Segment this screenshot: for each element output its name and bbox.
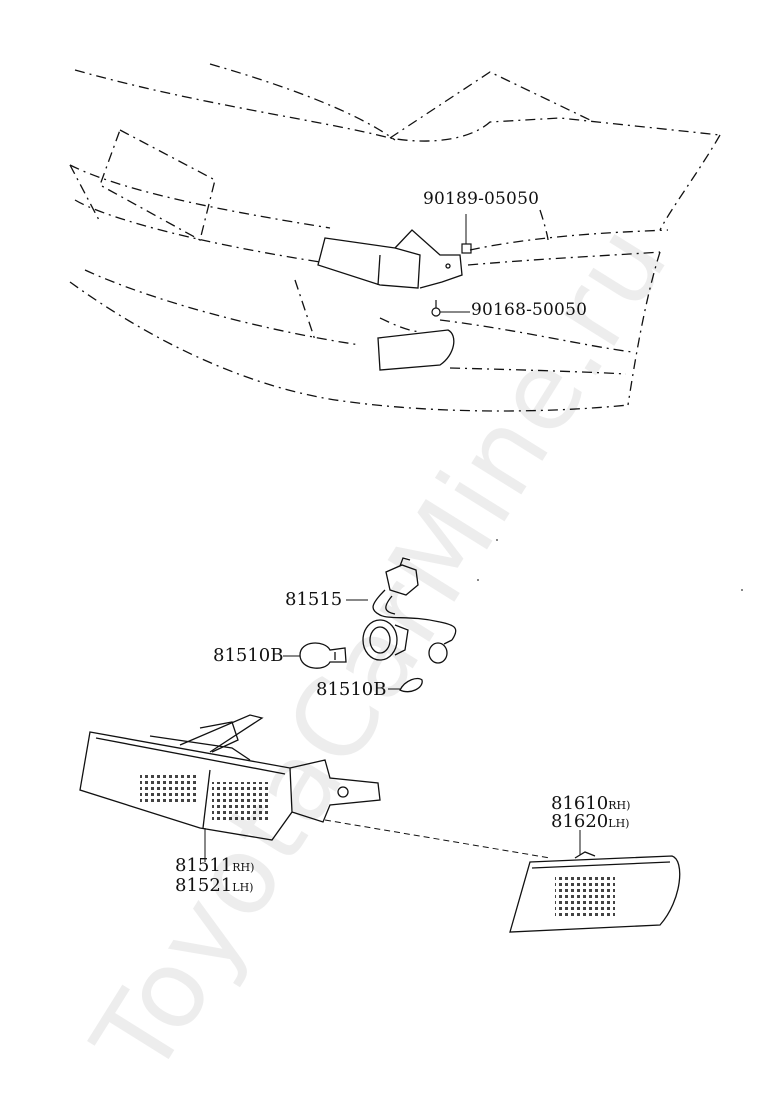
leader-lines-bottom: [204, 819, 581, 862]
bulb-small: [399, 677, 423, 693]
leader-lines-top: [440, 214, 470, 313]
lamp-lens-pattern-1: [140, 772, 196, 804]
label-81515: 81515: [285, 589, 343, 610]
socket-harness: [362, 557, 457, 664]
side-marker-assembly: [509, 851, 681, 933]
label-81510b-small-bulb: 81510B: [316, 679, 387, 700]
corner-lamp-assembly: [79, 714, 381, 841]
label-81610: 81610RH): [551, 793, 631, 814]
leader-lines-mid: [283, 599, 400, 690]
marker-lens-pattern: [555, 876, 615, 918]
label-81511: 81511RH): [175, 855, 255, 876]
corner-lamp-installed: [317, 229, 463, 289]
label-90189-05050: 90189-05050: [423, 189, 540, 209]
label-81521: 81521LH): [175, 875, 254, 896]
bulb-large: [299, 642, 347, 669]
label-81620: 81620LH): [551, 811, 630, 832]
side-marker-installed: [377, 329, 455, 371]
label-90168-50050: 90168-50050: [471, 300, 588, 320]
stray-dots: [477, 539, 743, 591]
lamp-lens-pattern-2: [212, 782, 268, 820]
car-body-outline: [69, 63, 721, 412]
label-81510b-large-bulb: 81510B: [213, 645, 284, 666]
